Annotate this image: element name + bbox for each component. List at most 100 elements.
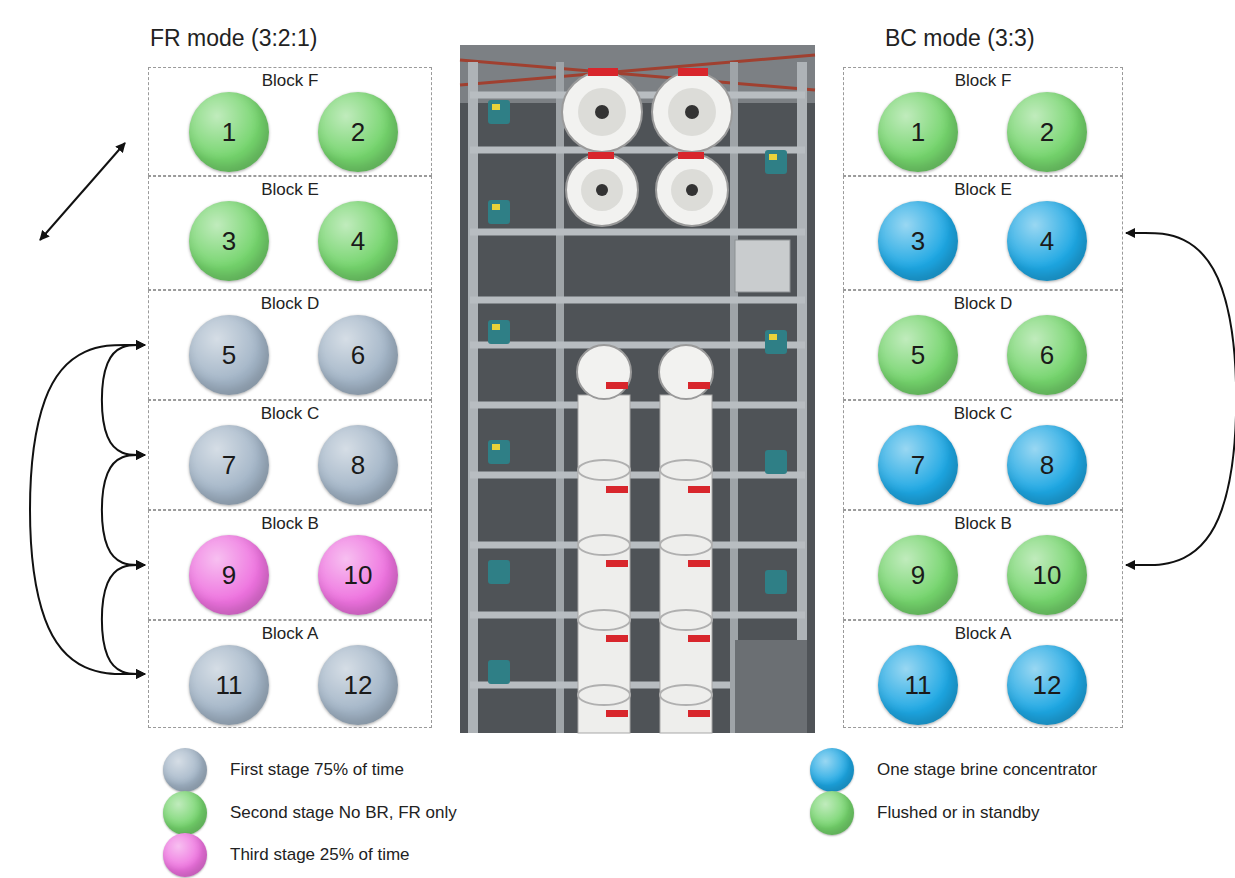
block-box: Block F12 bbox=[148, 67, 432, 176]
pipe bbox=[470, 542, 805, 549]
sensor bbox=[488, 320, 510, 344]
sensor bbox=[765, 570, 787, 594]
legend-swatch bbox=[163, 791, 207, 835]
unit-number: 10 bbox=[1033, 560, 1062, 590]
unit-number: 4 bbox=[351, 226, 365, 256]
flow-arrow bbox=[30, 345, 145, 674]
floor-grating bbox=[735, 640, 807, 733]
unit-number: 5 bbox=[911, 340, 925, 370]
unit-number: 4 bbox=[1040, 226, 1054, 256]
vessel-cap bbox=[577, 345, 631, 399]
vessel-ring bbox=[660, 610, 712, 630]
unit-circle: 1 bbox=[189, 92, 269, 172]
valve-handle bbox=[588, 152, 614, 159]
unit-circle: 3 bbox=[189, 201, 269, 281]
legend-text: First stage 75% of time bbox=[230, 759, 404, 781]
block-box: Block C78 bbox=[148, 400, 432, 510]
double-arrow bbox=[40, 143, 125, 240]
block-box: Block D56 bbox=[843, 290, 1123, 400]
flow-arrow bbox=[102, 565, 145, 674]
valve-handle bbox=[678, 68, 708, 76]
unit-circle: 12 bbox=[1007, 645, 1087, 725]
unit-number: 8 bbox=[351, 450, 365, 480]
block-label: Block A bbox=[149, 624, 431, 644]
valve-handle bbox=[678, 152, 704, 159]
unit-number: 1 bbox=[911, 117, 925, 147]
unit-circle: 9 bbox=[878, 535, 958, 615]
vessel-ring bbox=[578, 610, 630, 630]
roof-truss bbox=[460, 55, 815, 85]
vessel-cap bbox=[566, 154, 638, 226]
unit-number: 2 bbox=[1040, 117, 1054, 147]
block-box: Block B910 bbox=[148, 510, 432, 620]
legend-item: Flushed or in standby bbox=[810, 791, 1040, 835]
vessel-port bbox=[596, 184, 608, 196]
block-label: Block B bbox=[844, 514, 1122, 534]
vessel-ring bbox=[660, 535, 712, 555]
mode-heading: BC mode (3:3) bbox=[885, 24, 1035, 52]
legend-swatch bbox=[163, 833, 207, 877]
block-box: Block E34 bbox=[148, 176, 432, 290]
vessel-ring bbox=[578, 535, 630, 555]
vessel-ring bbox=[660, 685, 712, 705]
unit-number: 10 bbox=[344, 560, 373, 590]
block-box: Block D 5 6 bbox=[148, 290, 432, 400]
unit-number: 6 bbox=[351, 340, 365, 370]
pipe bbox=[470, 472, 805, 479]
block-label: Block C bbox=[844, 404, 1122, 424]
unit-number: 3 bbox=[222, 226, 236, 256]
legend-item: One stage brine concentrator bbox=[810, 748, 1097, 792]
legend-text: One stage brine concentrator bbox=[877, 759, 1097, 781]
unit-number: 12 bbox=[1033, 670, 1062, 700]
vessel-cap bbox=[659, 345, 713, 399]
photo-ground bbox=[460, 45, 815, 733]
legend-swatch bbox=[810, 791, 854, 835]
unit-circle: 4 bbox=[1007, 201, 1087, 281]
unit-circle: 11 bbox=[189, 645, 269, 725]
pipe bbox=[470, 402, 805, 409]
pipe bbox=[470, 229, 805, 236]
legend-text: Second stage No BR, FR only bbox=[230, 802, 457, 824]
legend-item: Third stage 25% of time bbox=[163, 833, 410, 877]
sensor-tag bbox=[492, 104, 500, 110]
unit-circle: 11 bbox=[878, 645, 958, 725]
valve-handle bbox=[688, 486, 710, 493]
unit-circle: 6 bbox=[318, 315, 398, 395]
unit-circle: 3 bbox=[878, 201, 958, 281]
unit-number: 7 bbox=[911, 450, 925, 480]
vessel-cap-ring bbox=[671, 169, 713, 211]
block-box: Block A1112 bbox=[148, 620, 432, 728]
flow-arrow bbox=[102, 455, 145, 565]
unit-number: 1 bbox=[222, 117, 236, 147]
mode-heading: FR mode (3:2:1) bbox=[150, 24, 317, 52]
legend-item: Second stage No BR, FR only bbox=[163, 791, 457, 835]
roof-truss bbox=[460, 60, 815, 90]
sensor bbox=[488, 200, 510, 224]
flow-arrow bbox=[1126, 233, 1235, 565]
unit-number: 5 bbox=[222, 340, 236, 370]
sensor-tag bbox=[769, 154, 777, 160]
unit-circle: 8 bbox=[318, 425, 398, 505]
legend-swatch bbox=[810, 748, 854, 792]
frame-column bbox=[468, 62, 478, 733]
unit-number: 9 bbox=[911, 560, 925, 590]
frame-column bbox=[797, 62, 807, 733]
vessel-ring bbox=[578, 460, 630, 480]
unit-number: 6 bbox=[1040, 340, 1054, 370]
block-box: Block A1112 bbox=[843, 620, 1123, 728]
block-box: Block B 9 10 bbox=[843, 510, 1123, 620]
block-label: Block D bbox=[149, 294, 431, 314]
unit-number: 9 bbox=[222, 560, 236, 590]
sensor-tag bbox=[492, 444, 500, 450]
sensor-tag bbox=[492, 324, 500, 330]
sensor bbox=[765, 450, 787, 474]
unit-circle: 5 bbox=[189, 315, 269, 395]
legend-item: First stage 75% of time bbox=[163, 748, 404, 792]
unit-circle: 10 bbox=[318, 535, 398, 615]
unit-circle: 5 bbox=[878, 315, 958, 395]
pipe bbox=[470, 297, 805, 304]
vessel-cap bbox=[652, 72, 732, 152]
unit-circle: 8 bbox=[1007, 425, 1087, 505]
vessel-port bbox=[686, 184, 698, 196]
